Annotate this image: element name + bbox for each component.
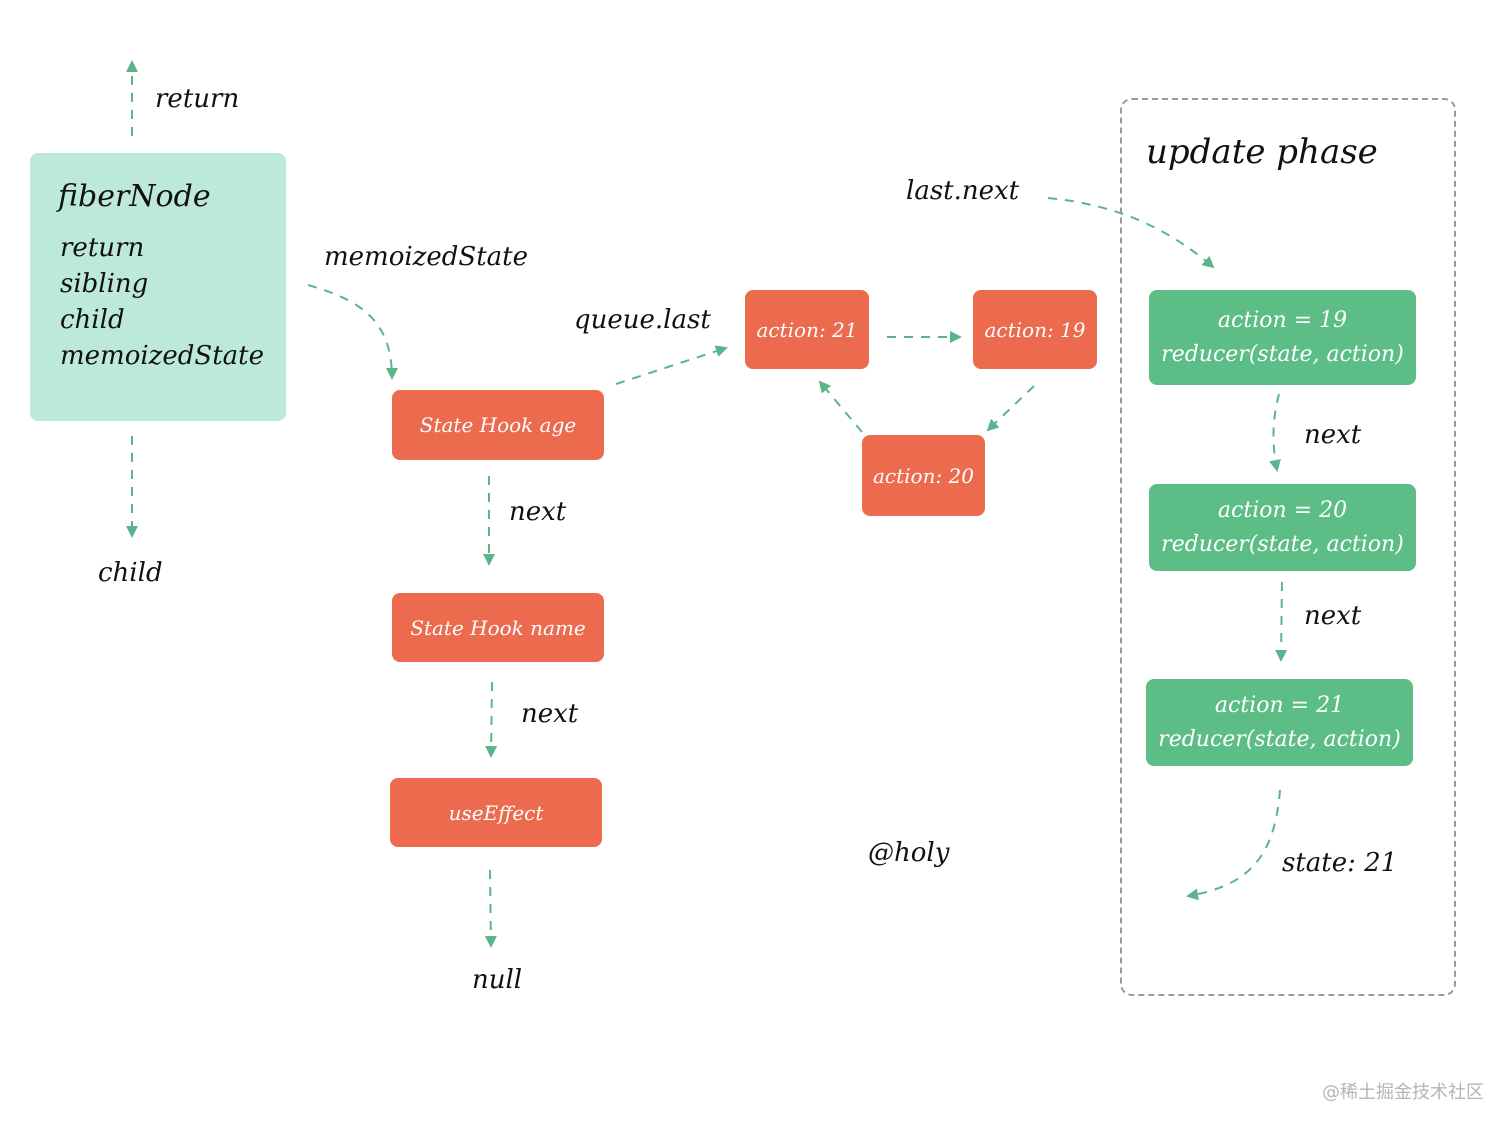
queue-last-arrow xyxy=(615,345,728,385)
queue-action-21: action: 21 xyxy=(745,290,869,369)
update-step-1-action: action = 19 xyxy=(1217,307,1348,333)
watermark: @稀土掘金技术社区 xyxy=(1322,1082,1484,1103)
state-result-arrow xyxy=(1186,789,1281,901)
hook-null-arrow xyxy=(484,869,497,948)
update-phase-title: update phase xyxy=(1146,132,1378,172)
fiber-node-title: fiberNode xyxy=(58,179,211,214)
fiber-field-sibling: sibling xyxy=(60,269,149,299)
update-phase-panel xyxy=(1120,98,1456,996)
hook-box-name: State Hook name xyxy=(392,593,604,662)
update-step-3-action: action = 21 xyxy=(1214,692,1345,718)
update-next-arrow-2 xyxy=(1275,581,1288,662)
fiber-field-memoized-state: memoizedState xyxy=(60,341,264,371)
update-next-label-1: next xyxy=(1304,420,1362,450)
update-step-2: action = 20 reducer(state, action) xyxy=(1149,484,1416,571)
update-step-3: action = 21 reducer(state, action) xyxy=(1146,679,1413,766)
update-step-1: action = 19 reducer(state, action) xyxy=(1149,290,1416,385)
queue-action-20: action: 20 xyxy=(862,435,985,516)
return-label: return xyxy=(155,84,240,114)
state-result-label: state: 21 xyxy=(1282,848,1398,878)
memoized-state-arrow xyxy=(307,284,398,380)
action19-to-20-arrow xyxy=(986,385,1035,432)
last-next-label: last.next xyxy=(906,176,1020,206)
fiber-field-child: child xyxy=(60,305,125,335)
hook-box-age: State Hook age xyxy=(392,390,604,460)
action20-to-21-arrow xyxy=(818,380,863,433)
queue-action-19: action: 19 xyxy=(973,290,1097,369)
update-next-arrow-1 xyxy=(1269,393,1281,472)
last-next-arrow xyxy=(1047,197,1215,269)
author-label: @holy xyxy=(868,838,950,868)
update-step-2-reducer: reducer(state, action) xyxy=(1161,531,1404,557)
fiber-node-card: fiberNode return sibling child memoizedS… xyxy=(30,153,286,421)
hook-box-use-effect: useEffect xyxy=(390,778,602,847)
update-step-2-action: action = 20 xyxy=(1217,497,1348,523)
child-label: child xyxy=(98,558,163,588)
update-step-1-reducer: reducer(state, action) xyxy=(1161,341,1404,367)
queue-last-label: queue.last xyxy=(574,305,711,335)
hook-next-label-2: next xyxy=(521,699,579,729)
hook-next-arrow-2 xyxy=(485,681,498,758)
fiber-field-return: return xyxy=(60,233,145,263)
update-step-3-reducer: reducer(state, action) xyxy=(1158,726,1401,752)
null-label: null xyxy=(472,965,523,995)
memoized-state-label: memoizedState xyxy=(324,242,528,272)
hook-next-label-1: next xyxy=(509,497,567,527)
update-next-label-2: next xyxy=(1304,601,1362,631)
